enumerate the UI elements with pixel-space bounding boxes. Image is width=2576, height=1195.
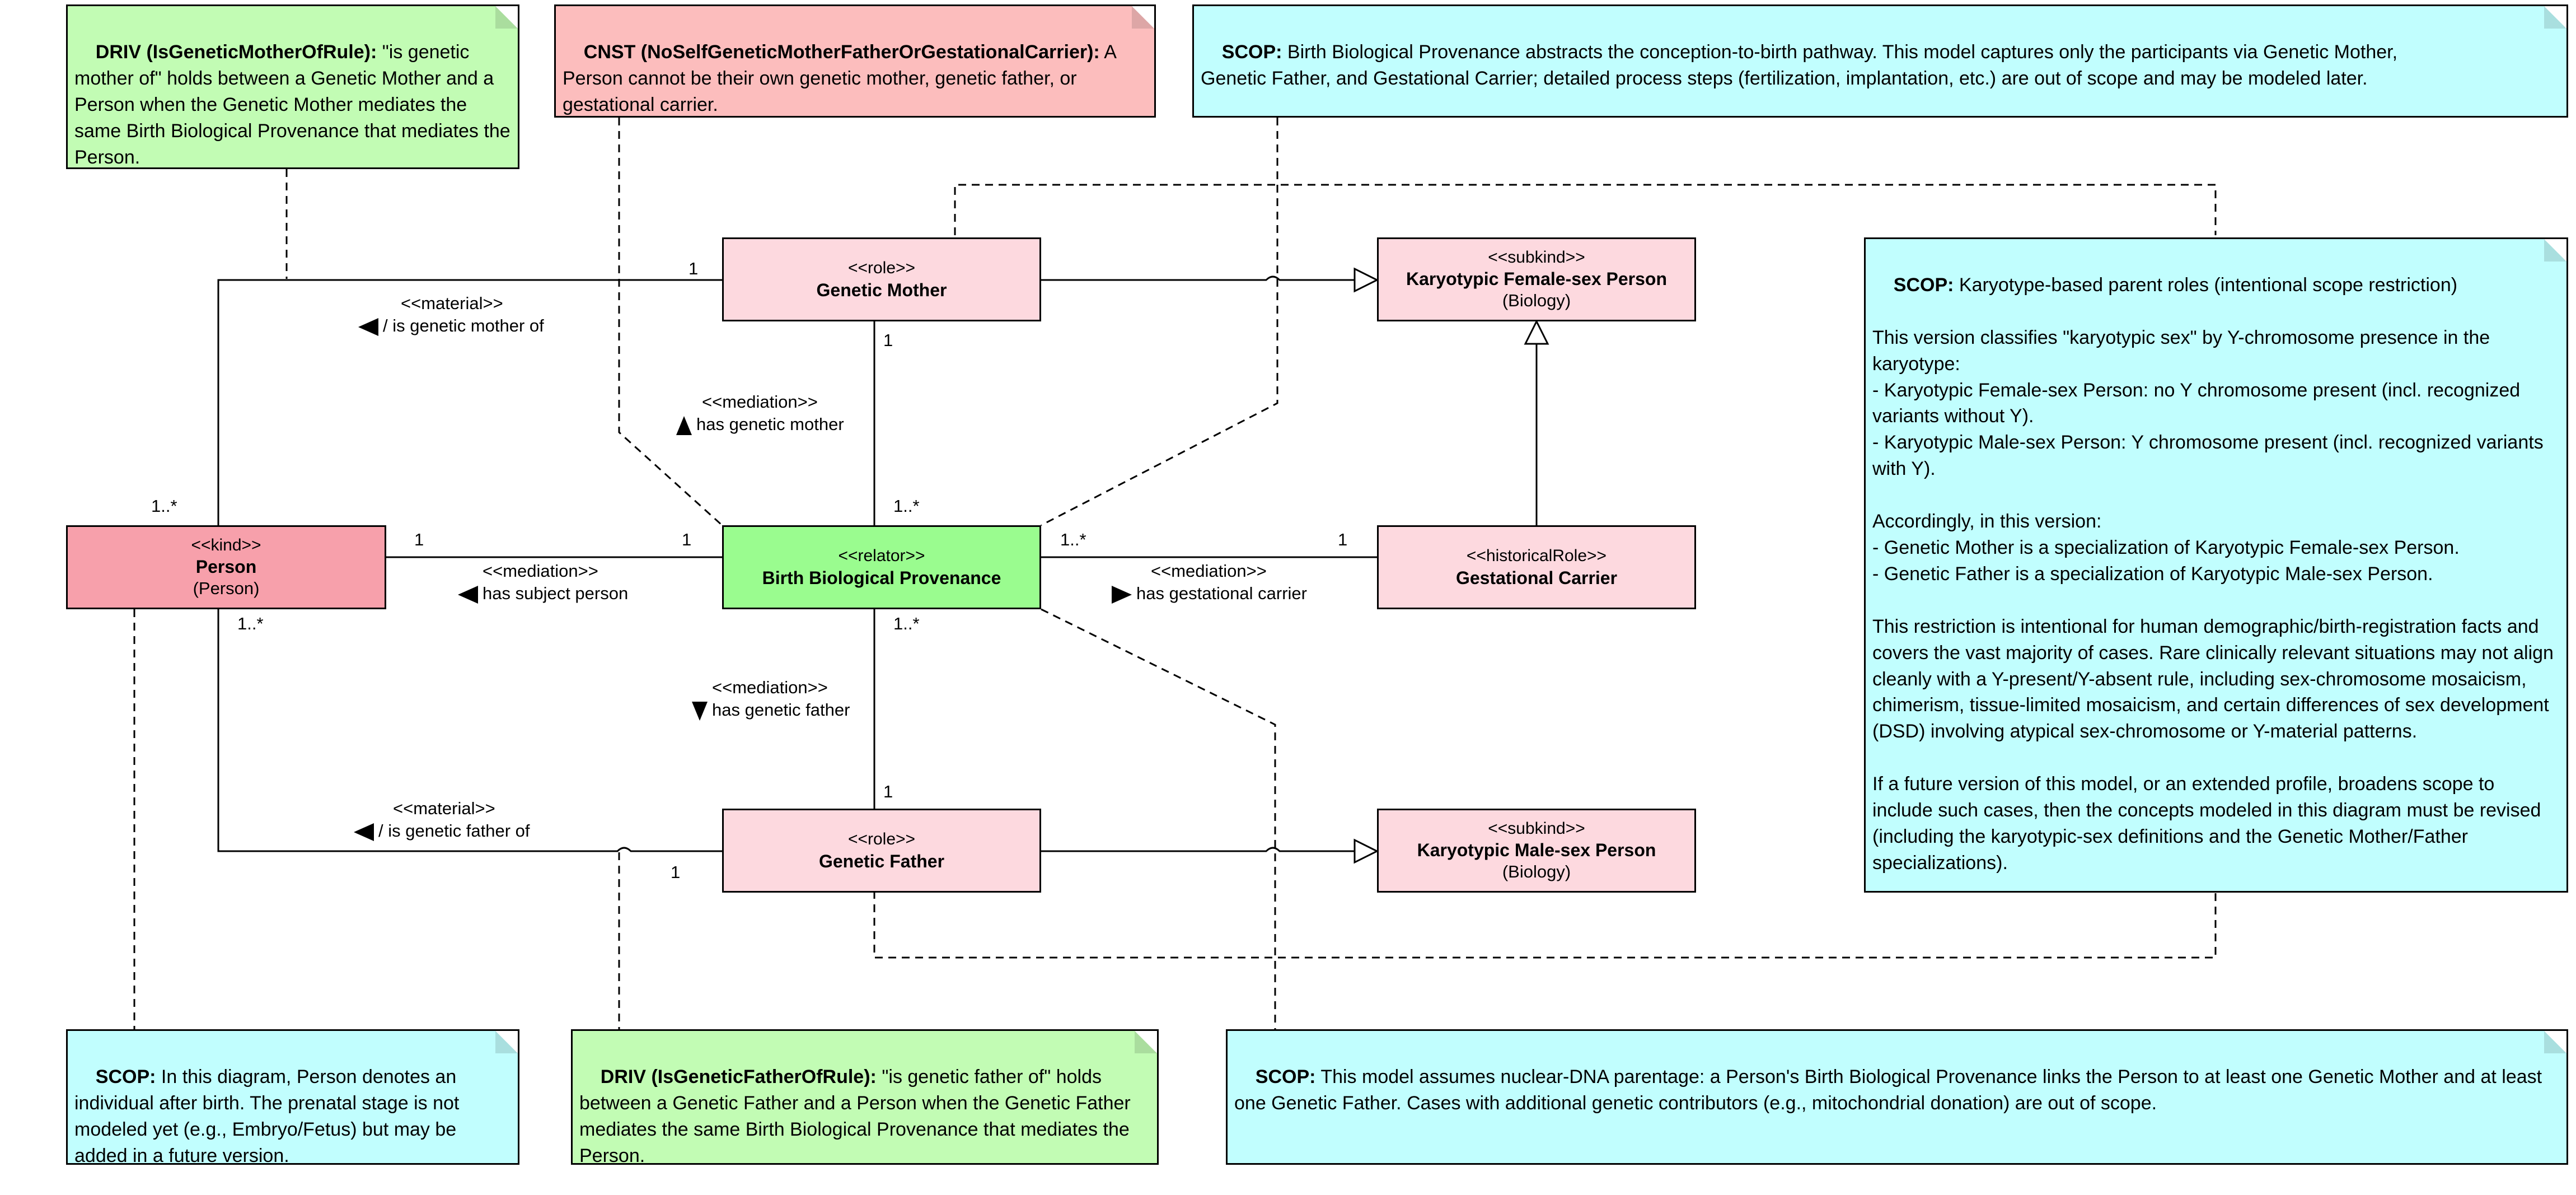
anchor-scop-dna (1041, 608, 1276, 1029)
note-scop-karyotype: SCOP: Karyotype-based parent roles (inte… (1864, 237, 2568, 893)
note-text: This model assumes nuclear-DNA parentage… (1234, 1066, 2547, 1114)
note-keyword: SCOP: (1221, 41, 1282, 63)
multiplicity: 1 (883, 330, 893, 350)
class-name: Person (195, 557, 257, 577)
note-text: In this diagram, Person denotes an indiv… (74, 1066, 465, 1166)
assoc-stereotype: <<material>> (393, 799, 495, 818)
class-stereotype: <<subkind>> (1488, 248, 1585, 267)
generalization-father-male (1041, 847, 1355, 852)
uml-diagram-canvas: DRIV (IsGeneticMotherOfRule): "is geneti… (66, 4, 2568, 1166)
note-fold-corner (495, 1031, 518, 1053)
note-keyword: CNST (NoSelfGeneticMotherFatherOrGestati… (583, 41, 1100, 63)
class-name: Gestational Carrier (1455, 567, 1618, 588)
assoc-label-father-material: <<material>> / is genetic father of (354, 797, 530, 843)
note-driv-genetic-mother: DRIV (IsGeneticMotherOfRule): "is geneti… (66, 4, 519, 169)
class-package: (Person) (193, 578, 260, 599)
multiplicity: 1..* (1060, 530, 1086, 549)
generalization-arrowhead-female (1353, 267, 1379, 293)
anchor-cnst (618, 118, 723, 526)
assoc-stereotype: <<material>> (401, 293, 503, 313)
class-stereotype: <<kind>> (191, 535, 261, 554)
note-text: Karyotype-based parent roles (intentiona… (1872, 274, 2554, 874)
note-fold-corner (2544, 6, 2566, 29)
multiplicity: 1 (1338, 530, 1348, 549)
assoc-name: has genetic father (712, 700, 850, 720)
class-stereotype: <<historicalRole>> (1466, 547, 1607, 566)
note-keyword: SCOP: (95, 1066, 156, 1087)
anchor-karyo-bottom (873, 893, 2217, 959)
assoc-stereotype: <<mediation>> (712, 678, 828, 697)
generalization-mother-female (1041, 276, 1355, 281)
class-name: Birth Biological Provenance (762, 567, 1001, 588)
class-genetic-father[interactable]: <<role>> Genetic Father (722, 809, 1041, 893)
multiplicity: 1..* (237, 614, 264, 633)
class-person[interactable]: <<kind>> Person (Person) (66, 525, 386, 609)
class-stereotype: <<role>> (847, 830, 916, 849)
note-keyword: SCOP: (1893, 274, 1954, 296)
direction-left-icon (458, 586, 478, 604)
generalization-arrowhead-carrier (1524, 319, 1549, 345)
multiplicity: 1..* (893, 496, 920, 516)
class-karyotypic-female[interactable]: <<subkind>> Karyotypic Female-sex Person… (1377, 237, 1696, 321)
note-fold-corner (2544, 239, 2566, 262)
note-fold-corner (495, 6, 518, 29)
note-fold-corner (1132, 6, 1154, 29)
class-gestational-carrier[interactable]: <<historicalRole>> Gestational Carrier (1377, 525, 1696, 609)
class-birth-biological-provenance[interactable]: <<relator>> Birth Biological Provenance (722, 525, 1041, 609)
note-scop-birth-provenance: SCOP: Birth Biological Provenance abstra… (1192, 4, 2568, 118)
class-stereotype: <<relator>> (838, 547, 925, 566)
direction-right-icon (1112, 586, 1132, 604)
direction-left-icon (354, 823, 374, 842)
class-stereotype: <<subkind>> (1488, 819, 1585, 838)
assoc-stereotype: <<mediation>> (483, 561, 598, 581)
assoc-name: / is genetic father of (378, 821, 530, 841)
class-name: Genetic Mother (816, 279, 947, 300)
note-keyword: DRIV (IsGeneticMotherOfRule): (95, 41, 377, 63)
note-text: Birth Biological Provenance abstracts th… (1201, 41, 2398, 89)
multiplicity: 1..* (893, 614, 920, 633)
class-name: Karyotypic Female-sex Person (1406, 269, 1667, 290)
note-text: "is genetic father of" holds between a G… (579, 1066, 1136, 1166)
multiplicity: 1 (682, 530, 692, 549)
multiplicity: 1 (883, 782, 893, 801)
assoc-label-has-mother: <<mediation>> has genetic mother (676, 391, 844, 436)
note-keyword: SCOP: (1255, 1066, 1316, 1087)
multiplicity: 1 (671, 862, 681, 882)
note-scop-person: SCOP: In this diagram, Person denotes an… (66, 1029, 519, 1166)
multiplicity: 1..* (151, 496, 177, 516)
class-genetic-mother[interactable]: <<role>> Genetic Mother (722, 237, 1041, 321)
multiplicity: 1 (689, 259, 699, 278)
assoc-label-has-father: <<mediation>> has genetic father (692, 676, 850, 722)
class-name: Karyotypic Male-sex Person (1417, 840, 1656, 861)
class-name: Genetic Father (818, 851, 945, 871)
assoc-label-mother-material: <<material>> / is genetic mother of (358, 292, 544, 338)
note-scop-nuclear-dna: SCOP: This model assumes nuclear-DNA par… (1226, 1029, 2568, 1165)
note-text: A Person cannot be their own genetic mot… (563, 41, 1121, 115)
direction-down-icon (692, 702, 708, 721)
note-driv-genetic-father: DRIV (IsGeneticFatherOfRule): "is geneti… (571, 1029, 1159, 1166)
assoc-name: has gestational carrier (1136, 584, 1307, 604)
assoc-stereotype: <<mediation>> (702, 392, 818, 412)
note-cnst-no-self: CNST (NoSelfGeneticMotherFatherOrGestati… (554, 4, 1156, 118)
assoc-name: / is genetic mother of (383, 316, 544, 336)
direction-left-icon (358, 318, 378, 337)
multiplicity: 1 (414, 530, 424, 549)
anchor-scop-top (1041, 118, 1278, 526)
note-keyword: DRIV (IsGeneticFatherOfRule): (600, 1066, 877, 1087)
note-fold-corner (2544, 1031, 2566, 1053)
class-karyotypic-male[interactable]: <<subkind>> Karyotypic Male-sex Person (… (1377, 809, 1696, 893)
class-stereotype: <<role>> (847, 259, 916, 278)
class-package: (Biology) (1502, 291, 1571, 311)
note-fold-corner (1135, 1031, 1157, 1053)
direction-up-icon (676, 416, 692, 436)
anchor-karyo (954, 184, 2217, 235)
assoc-label-has-carrier: <<mediation>> has gestational carrier (1112, 560, 1307, 605)
class-package: (Biology) (1502, 862, 1571, 882)
assoc-label-has-subject: <<mediation>> has subject person (458, 560, 628, 605)
generalization-arrowhead-male (1353, 838, 1379, 864)
assoc-name: has subject person (483, 584, 629, 604)
assoc-name: has genetic mother (696, 414, 844, 435)
assoc-stereotype: <<mediation>> (1151, 561, 1267, 581)
note-text: "is genetic mother of" holds between a G… (74, 41, 516, 168)
